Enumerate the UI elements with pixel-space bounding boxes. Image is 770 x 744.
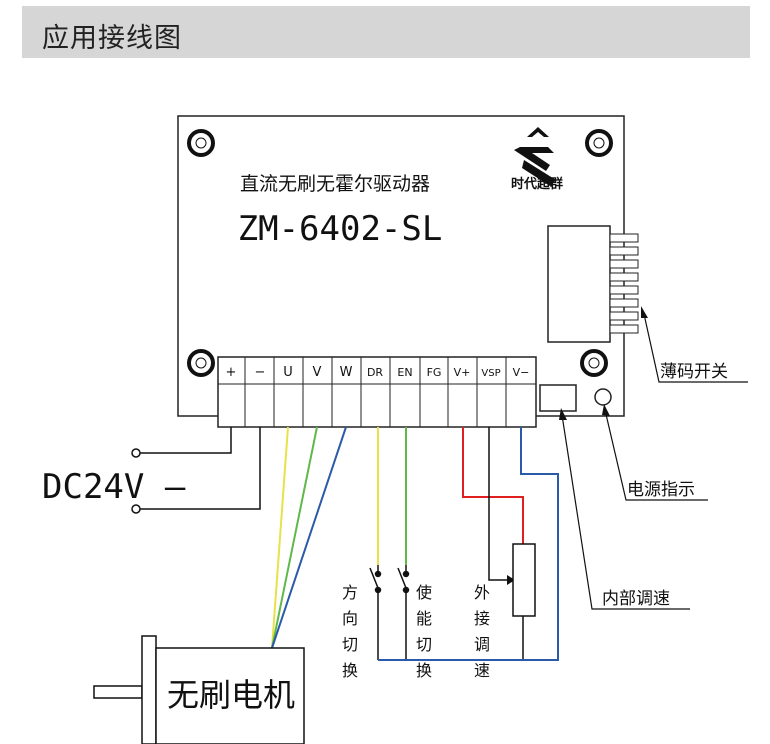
- external-speed-label: 外: [474, 583, 490, 602]
- power-wires: [140, 427, 261, 510]
- internal-speed-leader: [561, 414, 690, 610]
- terminal-block: [217, 356, 537, 428]
- mounting-hole-icon: [187, 129, 215, 157]
- terminal-label-vplus: V+: [454, 366, 471, 379]
- terminal-label-w: W: [340, 365, 353, 380]
- external-speed-label: 接: [474, 609, 490, 628]
- terminal-label-plus: +: [226, 365, 237, 380]
- direction-switch-label: 方: [342, 583, 358, 602]
- terminal-label-vsp: VSP: [481, 368, 500, 379]
- vplus-wire: [462, 427, 524, 544]
- mounting-hole-icon: [580, 349, 608, 377]
- dip-switch-leader: [643, 313, 748, 383]
- terminal-label-u: U: [283, 365, 293, 380]
- direction-switch-label: 切: [342, 635, 358, 654]
- direction-switch-icon: [369, 565, 382, 660]
- internal-speed-pot: [539, 384, 577, 412]
- power-indicator-label: 电源指示: [627, 480, 695, 500]
- motor-wires: [271, 426, 347, 649]
- external-speed-label: 速: [474, 661, 490, 680]
- enable-switch-label: 使: [416, 583, 432, 602]
- vsp-wire: [488, 427, 507, 581]
- enable-switch-label: 换: [416, 661, 432, 680]
- external-speed-label: 调: [474, 635, 490, 654]
- power-supply-label: DC24V —: [42, 467, 186, 507]
- wiper-arrow-icon: [507, 575, 515, 585]
- power-led-icon: [594, 388, 612, 406]
- motor: [93, 635, 305, 744]
- terminal-label-vminus: V−: [513, 366, 530, 379]
- terminal-label-v: V: [313, 365, 322, 380]
- enable-switch-label: 切: [416, 635, 432, 654]
- direction-switch-label: 换: [342, 661, 358, 680]
- dip-switch-label: 薄码开关: [660, 362, 728, 382]
- brand-logo-icon: [514, 127, 556, 186]
- terminal-label-dr: DR: [367, 366, 383, 379]
- external-potentiometer-icon: [512, 543, 536, 617]
- arrow-icon: [602, 404, 610, 416]
- enable-switch-label: 能: [416, 609, 432, 628]
- mounting-hole-icon: [585, 129, 613, 157]
- motor-label: 无刷电机: [167, 676, 295, 714]
- terminal-label-en: EN: [397, 366, 412, 379]
- enable-switch-icon: [397, 565, 410, 660]
- arrow-icon: [559, 408, 567, 420]
- power-indicator-leader: [604, 409, 708, 501]
- page-title: 应用接线图: [42, 23, 182, 54]
- board-title: 直流无刷无霍尔驱动器: [240, 173, 430, 195]
- power-terminal-icon: [131, 448, 141, 514]
- mounting-hole-icon: [187, 349, 215, 377]
- dip-switch: [547, 225, 639, 343]
- brand-name: 时代超群: [511, 176, 563, 192]
- direction-switch-label: 向: [342, 609, 358, 628]
- terminal-label-fg: FG: [427, 366, 442, 379]
- internal-speed-label: 内部调速: [602, 589, 670, 609]
- terminal-label-minus: −: [255, 365, 266, 380]
- arrow-icon: [641, 306, 648, 318]
- vminus-wire: [378, 427, 559, 661]
- board-model: ZM-6402-SL: [238, 209, 443, 249]
- header-bar: 应用接线图: [22, 6, 750, 58]
